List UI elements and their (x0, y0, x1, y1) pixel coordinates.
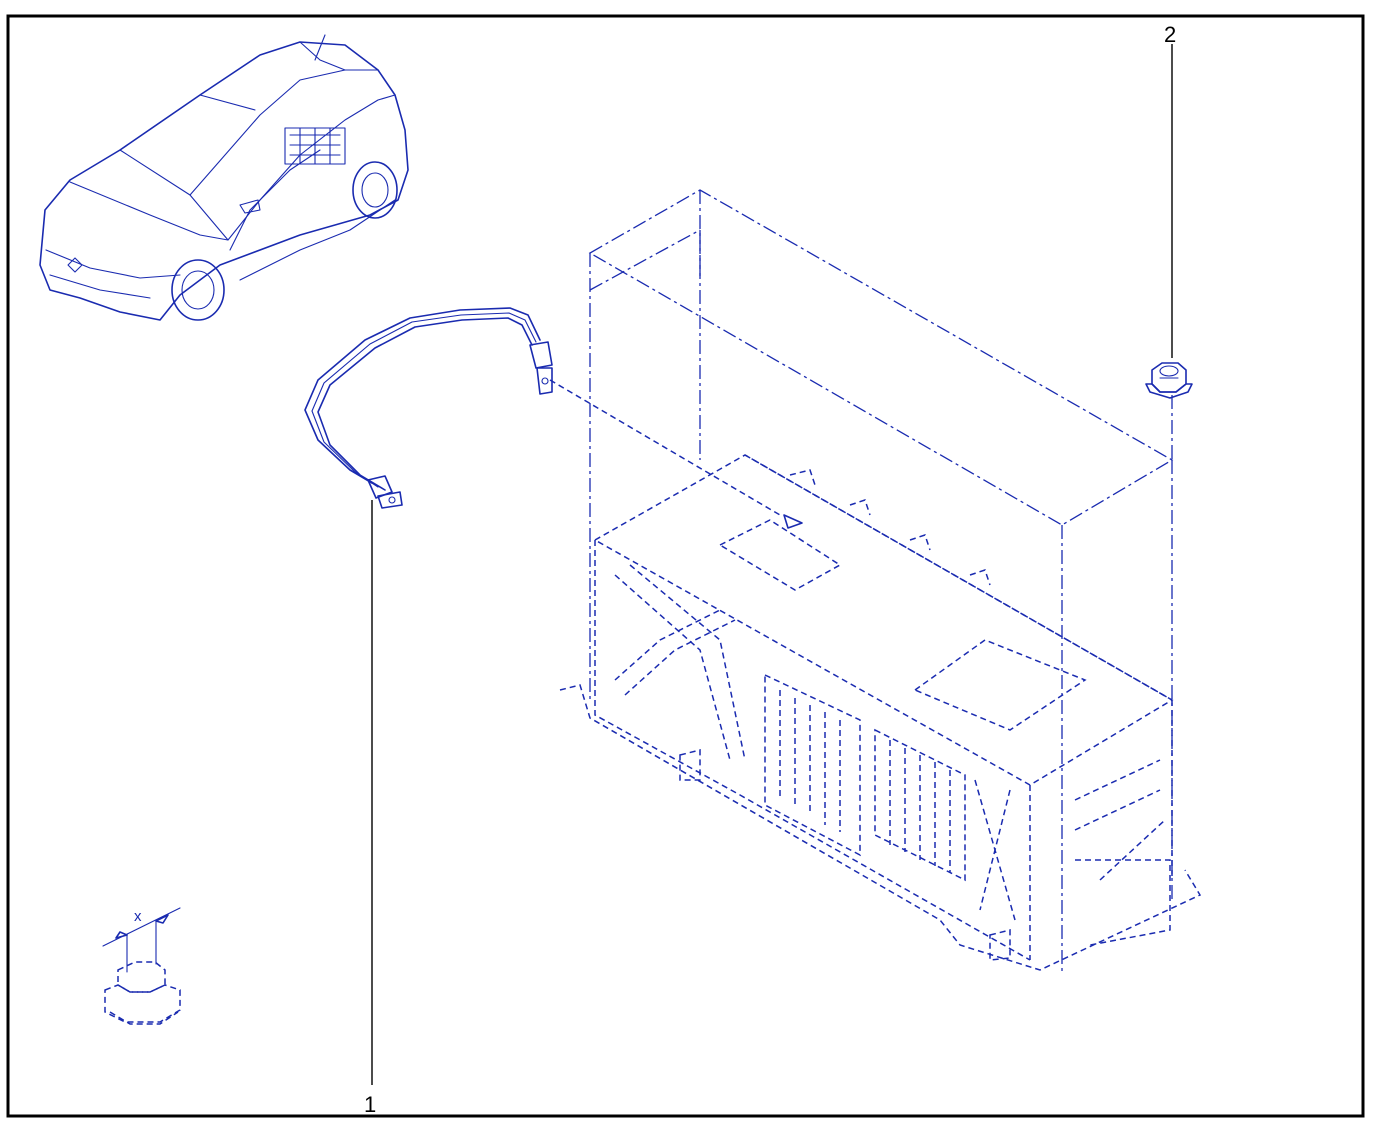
dimension-label: x (134, 908, 142, 925)
callout-2: 2 (1164, 22, 1176, 358)
nut (1145, 362, 1193, 399)
diagram-border (6, 14, 1365, 1118)
callout-1-label: 1 (364, 1092, 376, 1117)
nut-dimension-detail: x (102, 907, 181, 1025)
battery-cable (304, 307, 553, 509)
callout-2-label: 2 (1164, 22, 1176, 47)
battery-pack (549, 189, 1202, 975)
vehicle-location-icon (39, 34, 409, 321)
callout-1: 1 (364, 500, 376, 1117)
